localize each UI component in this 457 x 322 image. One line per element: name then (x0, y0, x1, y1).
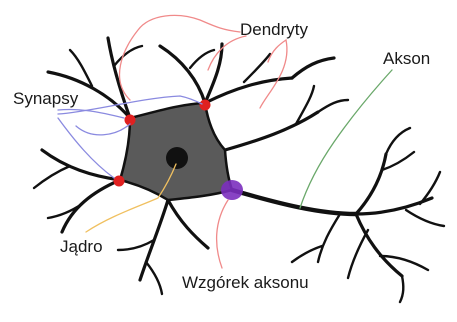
dendrite-branch (225, 112, 318, 150)
dendrite-branch (160, 46, 205, 103)
dendrite-branch (205, 78, 292, 103)
dendrite-branch (244, 54, 270, 82)
axon-label: Akson (383, 49, 430, 68)
dendrite-branch (292, 58, 334, 78)
dendrite-branch (146, 262, 162, 294)
dendrite-pointer (260, 40, 287, 108)
synapse-dot (200, 100, 211, 111)
axon-hillock (221, 180, 243, 200)
dendrite-pointer (208, 36, 246, 70)
nucleus-label: Jądro (60, 237, 103, 256)
label-pointers (58, 15, 392, 268)
synapse-pointer (58, 118, 114, 178)
hillock-pointer (217, 200, 228, 268)
synapses-label: Synapsy (13, 89, 79, 108)
nucleus (166, 147, 188, 169)
axon-terminal (318, 214, 340, 262)
synapse-pointer (76, 124, 130, 135)
dendrite-branch (168, 200, 208, 248)
dendrites-label: Dendryty (240, 20, 309, 39)
axon-hillock-label: Wzgórek aksonu (182, 273, 309, 292)
axon-terminal (348, 230, 368, 278)
dendrite-branch (114, 46, 142, 66)
dendrite-branch (118, 240, 154, 250)
synapse-dot (114, 176, 125, 187)
axon-terminal (356, 154, 386, 214)
axon-terminal (356, 214, 402, 276)
dendrite-branch (318, 100, 348, 112)
axon-terminal (386, 128, 410, 154)
dendrite-branch (62, 180, 120, 232)
axon-terminal (406, 210, 444, 226)
axon-trunk (232, 190, 356, 214)
dendrite-branch (34, 166, 70, 188)
axon-terminal (400, 276, 403, 302)
synapse-pointer (58, 109, 124, 118)
